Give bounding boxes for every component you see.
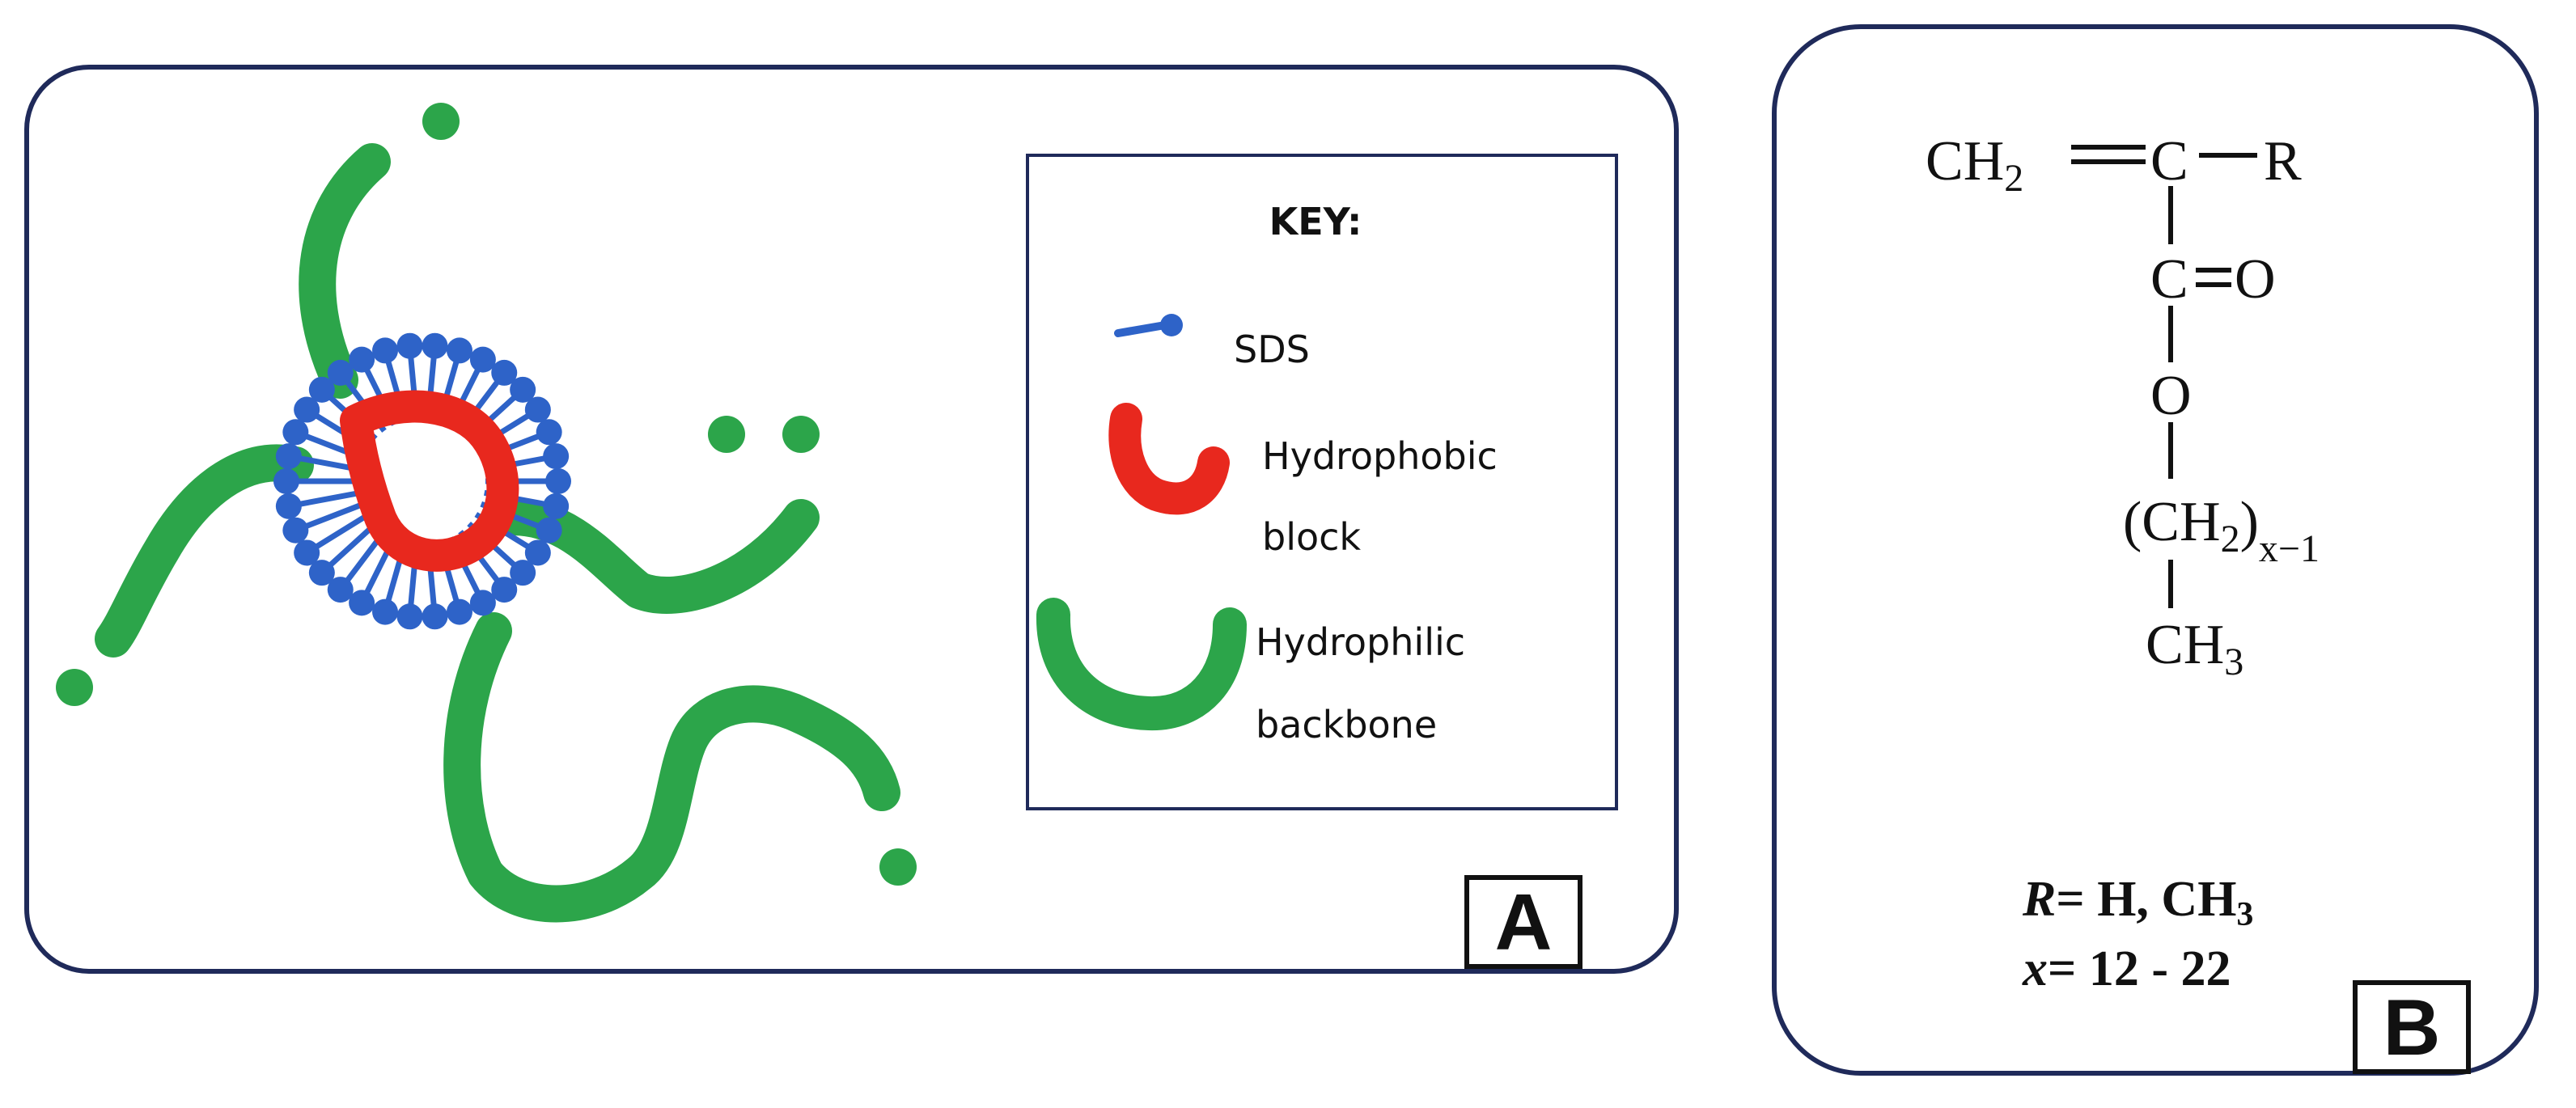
sds-head: [446, 337, 472, 364]
terminal-ch3-label: CH3: [2146, 614, 2243, 683]
chain-close: ): [2240, 491, 2259, 553]
sds-head: [294, 539, 320, 566]
key-item-sds-label: SDS: [1234, 328, 1310, 371]
chain-h-subscript: 2: [2221, 518, 2240, 560]
sds-head: [282, 419, 309, 446]
ch3-subscript: 3: [2224, 641, 2243, 683]
hydrophobic-core: [340, 390, 519, 572]
structure-definitions: R= H, CH3 x= 12 - 22: [2022, 872, 2253, 996]
sds-head: [372, 598, 399, 625]
r-symbol: R: [2022, 872, 2056, 927]
x-symbol: x: [2022, 941, 2048, 996]
sds-head: [536, 419, 562, 446]
r-group-label: R: [2264, 130, 2302, 192]
hydrophilic-backbone-icon: [1036, 598, 1247, 731]
backbone-chain-left: [95, 444, 314, 658]
sds-head: [396, 332, 423, 359]
sds-head: [327, 359, 354, 386]
key-item-hydrophilic-line1: Hydrophilic: [1256, 620, 1465, 664]
sds-head: [275, 493, 302, 519]
sds-head: [543, 493, 570, 519]
ester-oxygen-label: O: [2150, 365, 2192, 427]
backbone-chain-bottom: [443, 612, 900, 923]
sds-head: [543, 443, 570, 470]
backbone-end-beads: [56, 103, 917, 886]
x-definition: x= 12 - 22: [2022, 941, 2231, 996]
r-value: = H, CH: [2056, 872, 2236, 927]
sds-head: [446, 598, 472, 625]
sds-head: [422, 332, 448, 359]
bead: [56, 669, 93, 706]
key-item-hydrophilic-line2: backbone: [1256, 703, 1437, 746]
sds-head: [396, 603, 423, 630]
panel-a-label: A: [1464, 875, 1582, 969]
sds-head: [469, 346, 496, 373]
chain-subscript: x−1: [2259, 527, 2320, 570]
sds-head: [349, 346, 375, 373]
ch2-main: CH: [1926, 130, 2004, 192]
sds-head: [524, 539, 551, 566]
key-item-hydrophobic-line2: block: [1262, 515, 1361, 559]
ch2-label: CH2: [1926, 130, 2023, 200]
bead: [879, 848, 917, 886]
hydrophobic-block-icon: [1108, 403, 1230, 515]
panel-b-label: B: [2353, 980, 2471, 1074]
ch3-main: CH: [2146, 614, 2224, 676]
sds-head: [536, 517, 562, 543]
sds-head: [308, 560, 335, 586]
sds-head: [524, 396, 551, 423]
sds-head: [491, 577, 518, 603]
bead: [708, 416, 745, 453]
key-item-hydrophobic-line1: Hydrophobic: [1262, 434, 1498, 478]
sds-head: [422, 603, 448, 630]
chain-label: (CH2)x−1: [2123, 491, 2320, 570]
r-definition: R= H, CH3: [2022, 872, 2253, 933]
bead: [782, 416, 820, 453]
key-title: KEY:: [1269, 200, 1362, 243]
sds-head: [275, 443, 302, 470]
carbonyl-carbon-label: C: [2150, 248, 2188, 311]
r-value-subscript: 3: [2236, 896, 2253, 933]
sds-head: [491, 359, 518, 386]
bead: [422, 103, 460, 140]
sds-head: [349, 590, 375, 616]
sds-head: [510, 376, 536, 403]
panel-b-frame: [1772, 24, 2539, 1076]
chain-open: (CH: [2123, 491, 2221, 553]
sds-icon: [1114, 314, 1183, 337]
x-value: = 12 - 22: [2048, 941, 2231, 996]
sds-head: [294, 396, 320, 423]
sds-head: [510, 560, 536, 586]
carbon-top-label: C: [2150, 130, 2188, 192]
backbone-chain-top: [299, 143, 391, 399]
carbonyl-oxygen-label: O: [2235, 248, 2276, 311]
sds-head: [372, 337, 399, 364]
sds-head: [282, 517, 309, 543]
sds-head: [545, 468, 571, 494]
sds-micelle: [273, 332, 571, 630]
ch2-subscript: 2: [2004, 157, 2023, 200]
sds-head: [273, 468, 299, 494]
sds-head: [327, 577, 354, 603]
sds-head: [469, 590, 496, 616]
sds-head: [308, 376, 335, 403]
chemical-structure: CH2 C R C O O (CH2)x−1 CH3: [1926, 130, 2320, 683]
hydrophobic-block-shape: [340, 390, 519, 572]
